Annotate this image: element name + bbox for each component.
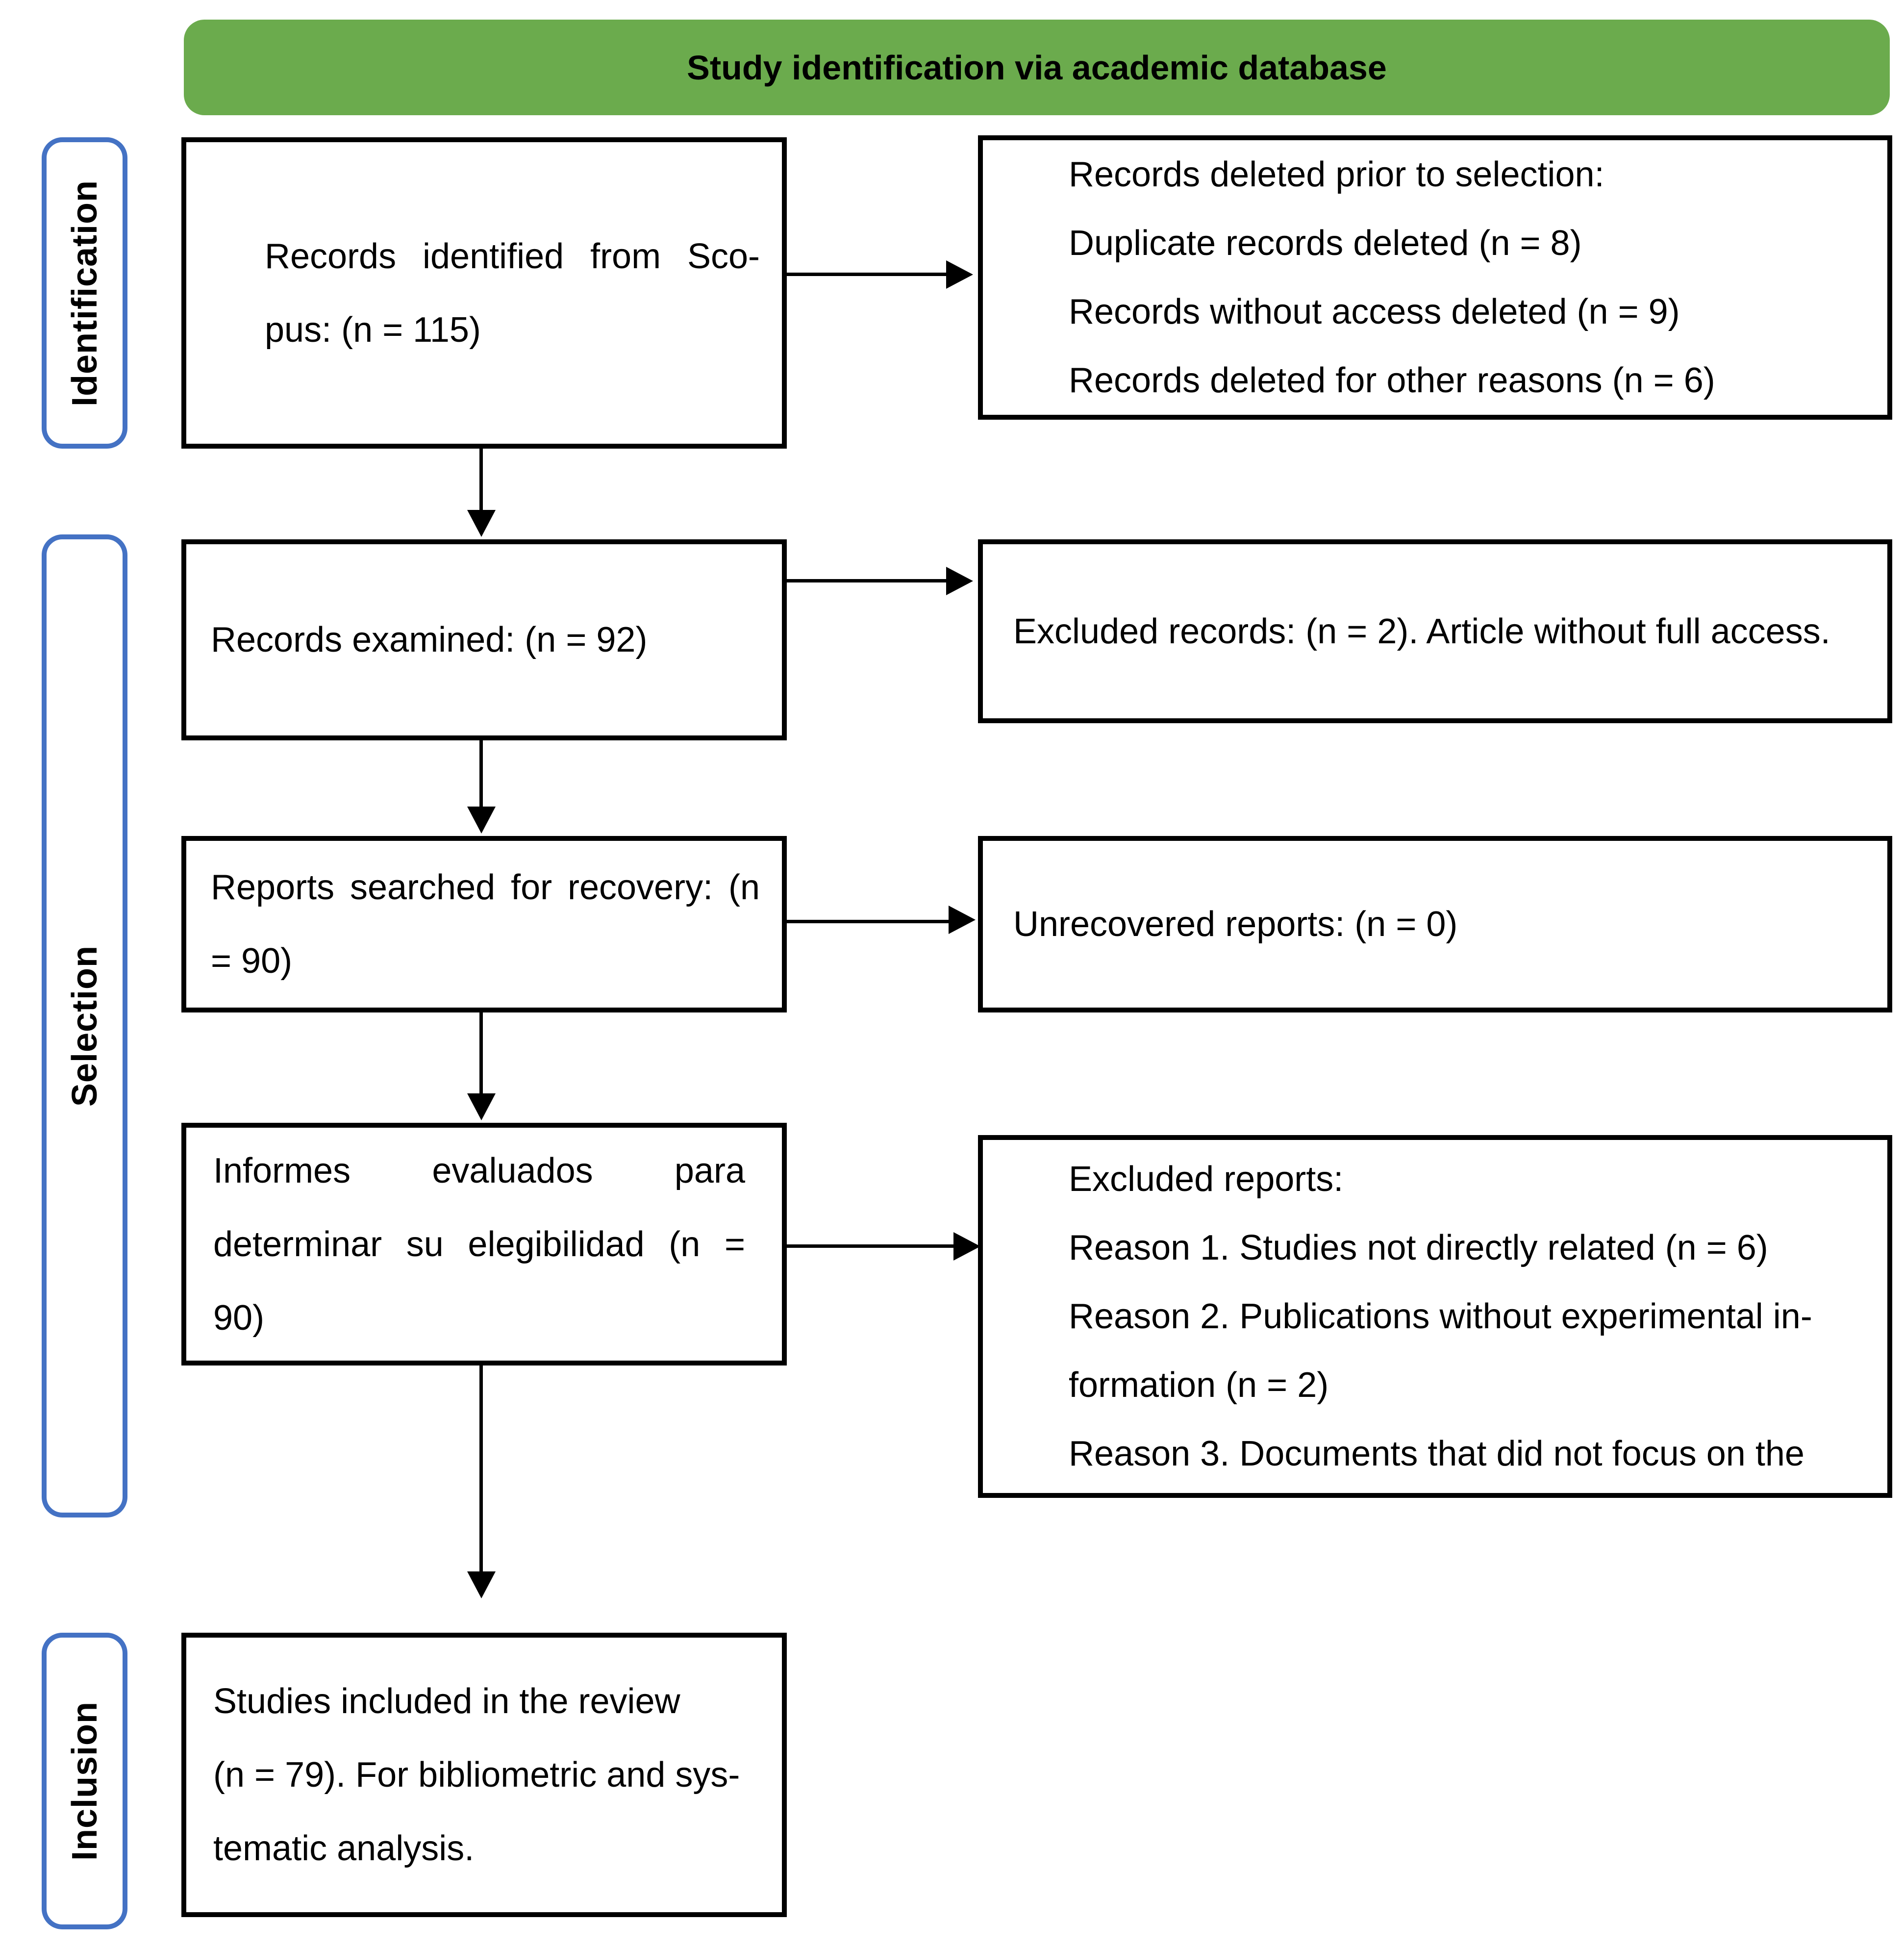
box-text-line: Reports searched for recovery: (n <box>211 868 760 907</box>
box-records-deleted: Records deleted prior to selection: Dupl… <box>978 135 1892 420</box>
arrow-examined-to-excluded-head <box>946 567 973 595</box>
box-text-line: Records deleted for other reasons (n = 6… <box>1069 361 1715 400</box>
stage-label-inclusion-text: Inclusion <box>65 1701 104 1861</box>
box-text-line: determinar su elegibilidad (n = <box>213 1224 745 1264</box>
box-text-line: pus: (n = 115) <box>265 310 481 350</box>
box-text-line: Unrecovered reports: (n = 0) <box>1013 905 1458 944</box>
title-banner: Study identification via academic databa… <box>184 20 1890 115</box>
box-text-line: Reason 2. Publications without experimen… <box>1069 1297 1812 1336</box>
arrow-examined-to-searched-head <box>467 807 496 834</box>
arrow-evaluated-to-included-head <box>467 1571 496 1598</box>
arrow-evaluated-to-excluded-reports-line <box>787 1244 953 1248</box>
arrow-identified-to-examined-line <box>479 449 483 510</box>
box-excluded-records: Excluded records: (n = 2). Article witho… <box>978 539 1892 723</box>
box-studies-included: Studies included in the review (n = 79).… <box>181 1633 787 1917</box>
box-text-line: Duplicate records deleted (n = 8) <box>1069 224 1582 263</box>
stage-label-identification: Identification <box>42 137 127 449</box>
box-text-line: Excluded reports: <box>1069 1160 1344 1199</box>
box-text-line: = 90) <box>211 941 293 981</box>
stage-label-selection-text: Selection <box>65 945 104 1107</box>
box-text-line: Reason 1. Studies not directly related (… <box>1069 1228 1768 1267</box>
arrow-searched-to-evaluated-head <box>467 1093 496 1120</box>
box-text-line: Records without access deleted (n = 9) <box>1069 292 1680 331</box>
arrow-examined-to-excluded-line <box>787 579 946 582</box>
stage-label-selection: Selection <box>42 534 127 1517</box>
arrow-evaluated-to-included-line <box>479 1365 483 1571</box>
box-text-line: formation (n = 2) <box>1069 1365 1329 1405</box>
box-text-line: Excluded records: (n = 2). Article witho… <box>1013 611 1830 651</box>
box-reports-evaluated: Informes evaluados para determinar su el… <box>181 1123 787 1365</box>
arrow-searched-to-unrecovered-head <box>949 906 976 934</box>
box-reports-searched: Reports searched for recovery: (n = 90) <box>181 836 787 1012</box>
stage-label-inclusion: Inclusion <box>42 1633 127 1929</box>
box-text-line: Records examined: (n = 92) <box>211 620 648 659</box>
box-unrecovered-reports: Unrecovered reports: (n = 0) <box>978 836 1892 1012</box>
arrow-evaluated-to-excluded-reports-head <box>953 1232 980 1261</box>
box-records-identified: Records identified from Sco- pus: (n = 1… <box>181 137 787 449</box>
box-text-line: Informes evaluados para <box>213 1151 745 1190</box>
box-text-line: Reason 3. Documents that did not focus o… <box>1069 1434 1804 1473</box>
arrow-searched-to-unrecovered-line <box>787 920 949 923</box>
box-text-line: Studies included in the review <box>213 1682 680 1721</box>
box-text-line: 90) <box>213 1298 265 1338</box>
box-text-line: Records identified from Sco- <box>265 236 760 276</box>
arrow-identified-to-examined-head <box>467 510 496 537</box>
stage-label-identification-text: Identification <box>65 179 104 406</box>
box-text-line: (n = 79). For bibliometric and sys- <box>213 1755 740 1795</box>
diagram-title: Study identification via academic databa… <box>687 48 1387 87</box>
arrow-identified-to-deleted-line <box>787 273 946 276</box>
arrow-searched-to-evaluated-line <box>479 1012 483 1093</box>
arrow-examined-to-searched-line <box>479 740 483 807</box>
box-text-line: Records deleted prior to selection: <box>1069 155 1604 194</box>
arrow-identified-to-deleted-head <box>946 260 973 289</box>
box-text-line: tematic analysis. <box>213 1829 475 1868</box>
box-excluded-reports: Excluded reports: Reason 1. Studies not … <box>978 1135 1892 1498</box>
box-records-examined: Records examined: (n = 92) <box>181 539 787 740</box>
